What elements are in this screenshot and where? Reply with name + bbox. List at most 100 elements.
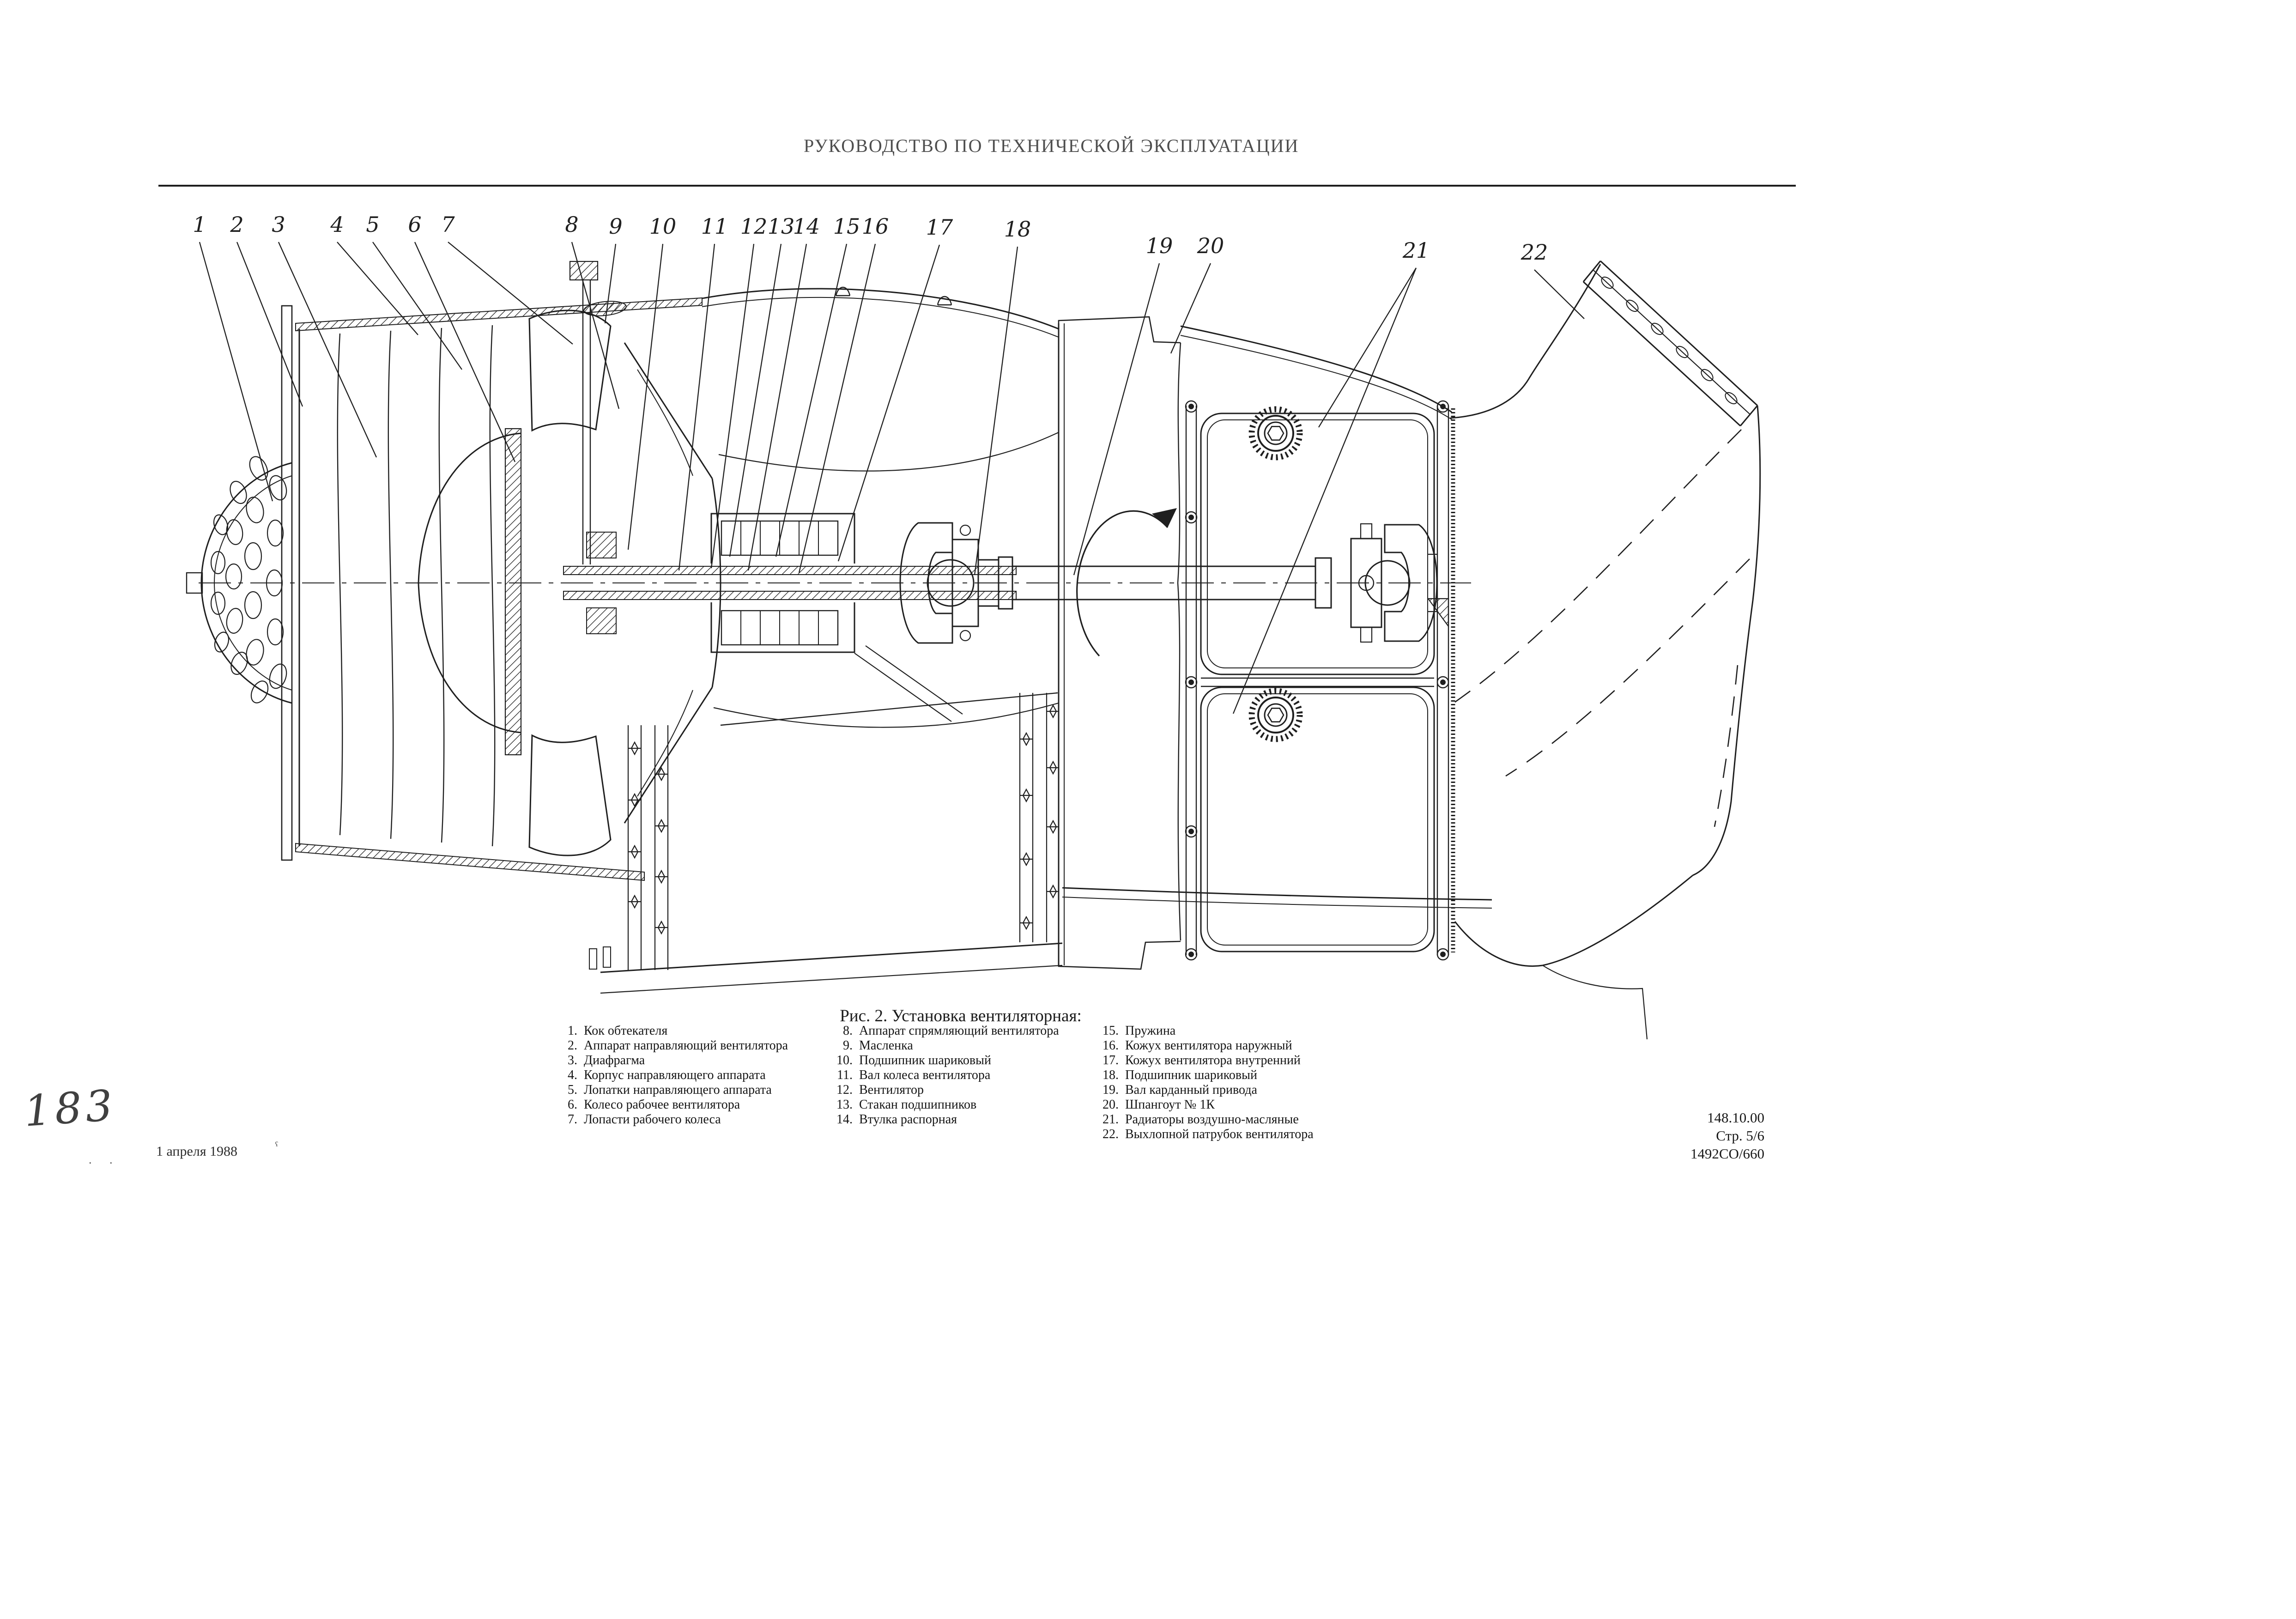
legend-item: 5.Лопатки направляющего аппарата [557, 1083, 788, 1098]
callout-leader-9 [604, 243, 617, 324]
callout-leader-5 [372, 242, 462, 370]
legend-item: 18. Подшипник шариковый [1090, 1068, 1314, 1083]
diaphragm-ring [281, 305, 293, 861]
callout-leader-2 [236, 242, 303, 407]
frame-band [1058, 316, 1181, 970]
callout-number-9: 9 [609, 214, 622, 239]
callout-number-6: 6 [408, 212, 421, 237]
legend-item-number: 11. [837, 1068, 853, 1082]
legend-item-number: 21. [1103, 1112, 1119, 1127]
callout-leader-6 [414, 242, 516, 462]
legend-item: 21.Радиаторы воздушно-масляные [1090, 1112, 1314, 1127]
callout-number-7: 7 [441, 212, 455, 237]
callout-number-13: 13 [768, 214, 795, 239]
legend-item: 19.Вал карданный привода [1090, 1083, 1314, 1098]
legend-item-number: 13. [836, 1098, 853, 1112]
legend-item: 17.Кожух вентилятора внутренний [1090, 1053, 1314, 1068]
callout-leader-8 [571, 242, 620, 409]
legend-item: 6. Колесо рабочее вентилятора [557, 1098, 788, 1112]
legend-item-number: 7. [568, 1112, 577, 1127]
callout-number-14: 14 [793, 214, 820, 239]
legend-item-label: Диафрагма [584, 1053, 645, 1067]
callout-number-1: 1 [193, 212, 206, 237]
legend-item: 1.Кок обтекателя [557, 1024, 788, 1038]
header-rule [158, 185, 1796, 187]
callout-number-20: 20 [1197, 233, 1224, 258]
callout-number-10: 10 [649, 214, 677, 239]
page-ref: Стр. 5/6 [1716, 1128, 1764, 1144]
callout-leader-18 [974, 246, 1018, 576]
callout-number-8: 8 [565, 212, 578, 237]
figure-caption: Рис. 2. Установка вентиляторная: [840, 1007, 1082, 1025]
rotation-arrowhead [1152, 508, 1177, 528]
callout-number-19: 19 [1146, 233, 1173, 258]
callout-number-3: 3 [272, 212, 285, 237]
legend-item-label: Лопасти рабочего колеса [584, 1112, 721, 1127]
callout-leader-21 [1318, 267, 1417, 428]
nacelle-contours [1062, 325, 1492, 909]
fan-blades [528, 309, 612, 856]
footer-reference-block: 148.10.00 Стр. 5/6 1492СО/660 [1524, 1109, 1764, 1163]
callout-leader-10 [627, 243, 664, 550]
legend-item-number: 22. [1103, 1127, 1119, 1141]
callout-leader-7 [448, 242, 573, 345]
legend-item-label: Подшипник шариковый [1125, 1068, 1257, 1082]
radiator-upper [1185, 406, 1435, 955]
callout-number-18: 18 [1004, 217, 1031, 242]
lower-duct [589, 692, 1063, 994]
callout-number-12: 12 [740, 214, 768, 239]
legend-item: 13. Стакан подшипников [824, 1098, 1059, 1112]
radiator-lower [1200, 677, 1435, 952]
legend-item-label: Шпангоут № 1К [1125, 1098, 1215, 1112]
legend-item: 2.Аппарат направляющий вентилятора [557, 1038, 788, 1053]
legend-item-label: Аппарат направляющий вентилятора [584, 1038, 788, 1053]
spinner-cone [186, 456, 292, 704]
callout-leader-20 [1170, 263, 1212, 354]
callout-leader-3 [278, 242, 377, 458]
legend-item-number: 16. [1103, 1038, 1119, 1053]
callout-number-17: 17 [926, 215, 953, 240]
legend-item-number: 3. [568, 1053, 577, 1067]
legend-item-number: 18. [1103, 1068, 1119, 1082]
legend-item: 22.Выхлопной патрубок вентилятора [1090, 1127, 1314, 1142]
legend-item-number: 9. [843, 1038, 853, 1053]
callout-leader-15 [775, 243, 848, 557]
legend-item-label: Колесо рабочее вентилятора [584, 1098, 740, 1112]
fan-wheel [418, 428, 617, 756]
legend-item-label: Втулка распорная [859, 1112, 957, 1127]
legend-item-number: 8. [843, 1024, 853, 1038]
exhaust-duct [1450, 260, 1761, 1040]
legend-item-label: Стакан подшипников [859, 1098, 977, 1112]
legend-item-number: 6. [568, 1098, 577, 1112]
legend-item: 4.Корпус направляющего аппарата [557, 1068, 788, 1083]
cardan-shaft [998, 508, 1332, 657]
legend-item-label: Лопатки направляющего аппарата [584, 1083, 772, 1097]
callout-leader-19 [1073, 263, 1160, 576]
callout-number-15: 15 [833, 214, 860, 239]
callout-number-11: 11 [701, 214, 728, 239]
legend-item-number: 4. [568, 1068, 577, 1082]
legend-item-number: 14. [836, 1112, 853, 1127]
legend-item: 12.Вентилятор [824, 1083, 1059, 1098]
callout-leader-1 [199, 242, 273, 502]
stray-pen-mark: ˤ [275, 1140, 278, 1152]
legend-item-number: 17. [1103, 1053, 1119, 1067]
legend-item: 11. Вал колеса вентилятора [824, 1068, 1059, 1083]
callout-leader-11 [678, 243, 715, 571]
callout-leader-14 [747, 243, 807, 571]
radiator-mount-bolts [1185, 400, 1449, 961]
legend-item-label: Аппарат спрямляющий вентилятора [859, 1024, 1059, 1038]
legend-item: 3. Диафрагма [557, 1053, 788, 1068]
callout-leader-17 [837, 244, 940, 562]
legend-item: 8. Аппарат спрямляющий вентилятора [824, 1024, 1059, 1038]
legend-item: 7. Лопасти рабочего колеса [557, 1112, 788, 1127]
callout-number-5: 5 [366, 212, 379, 237]
legend-item-label: Вал колеса вентилятора [859, 1068, 991, 1082]
legend-item-label: Кок обтекателя [584, 1024, 668, 1038]
legend-item-label: Подшипник шариковый [859, 1053, 991, 1067]
callout-number-21: 21 [1402, 238, 1430, 263]
